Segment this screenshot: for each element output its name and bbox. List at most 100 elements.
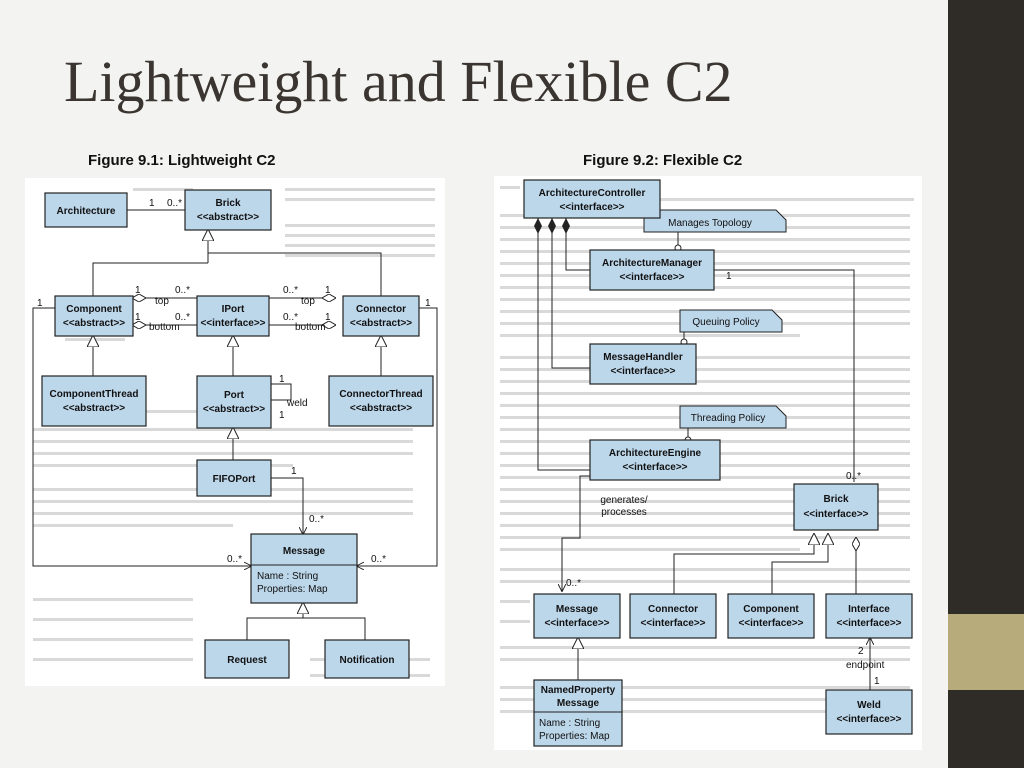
svg-text:Notification: Notification [340, 655, 395, 666]
svg-text:Properties: Map: Properties: Map [539, 731, 610, 742]
class-named-property-message: NamedProperty Message Name : String Prop… [533, 679, 623, 747]
svg-text:processes: processes [601, 507, 647, 518]
svg-text:<<abstract>>: <<abstract>> [63, 318, 125, 329]
svg-text:0..*: 0..* [283, 312, 298, 323]
svg-text:1: 1 [726, 271, 732, 282]
svg-text:0..*: 0..* [167, 198, 182, 209]
svg-text:1: 1 [135, 312, 141, 323]
svg-text:MessageHandler: MessageHandler [603, 352, 683, 363]
class-architecture-engine: ArchitectureEngine <<interface>> [589, 439, 721, 481]
svg-text:bottom: bottom [149, 322, 180, 333]
svg-text:1: 1 [325, 312, 331, 323]
class-interface: Interface <<interface>> [825, 593, 913, 639]
svg-text:Message: Message [557, 698, 600, 709]
fig2-link-labels: 1 0..* generates/ processes 0..* 2 endpo… [566, 271, 885, 687]
svg-text:<<interface>>: <<interface>> [640, 618, 705, 629]
svg-text:<<abstract>>: <<abstract>> [197, 212, 259, 223]
class-architecture: Architecture [44, 192, 128, 228]
class-fifoport: FIFOPort [196, 459, 272, 497]
note-threading-policy: Threading Policy [679, 405, 787, 429]
svg-text:Interface: Interface [848, 604, 890, 615]
figure1-lightweight-c2-diagram: 1 0..* 1 0..* top 1 0..* bottom 0..* 1 t… [25, 178, 445, 686]
svg-text:Weld: Weld [857, 700, 881, 711]
svg-text:0..*: 0..* [175, 285, 190, 296]
class-connector-interface: Connector <<interface>> [629, 593, 717, 639]
svg-text:FIFOPort: FIFOPort [213, 474, 256, 485]
svg-text:Queuing Policy: Queuing Policy [692, 317, 759, 328]
figure2-flexible-c2-diagram: 1 0..* generates/ processes 0..* 2 endpo… [494, 176, 922, 750]
class-message-interface: Message <<interface>> [533, 593, 621, 639]
svg-text:top: top [155, 296, 169, 307]
svg-text:endpoint: endpoint [846, 660, 885, 671]
svg-text:<<abstract>>: <<abstract>> [63, 403, 125, 414]
class-connector-thread: ConnectorThread <<abstract>> [328, 375, 434, 427]
svg-text:Connector: Connector [648, 604, 698, 615]
svg-text:0..*: 0..* [227, 554, 242, 565]
note-queuing-policy: Queuing Policy [679, 309, 783, 333]
svg-text:0..*: 0..* [175, 312, 190, 323]
svg-text:<<abstract>>: <<abstract>> [203, 404, 265, 415]
svg-text:IPort: IPort [222, 304, 245, 315]
svg-text:0..*: 0..* [309, 514, 324, 525]
svg-text:<<interface>>: <<interface>> [622, 462, 687, 473]
class-request: Request [204, 639, 290, 679]
class-connector: Connector <<abstract>> [342, 295, 420, 337]
class-iport: IPort <<interface>> [196, 295, 270, 337]
svg-text:1: 1 [37, 298, 43, 309]
svg-text:1: 1 [425, 298, 431, 309]
class-weld-interface: Weld <<interface>> [825, 689, 913, 735]
svg-text:Component: Component [743, 604, 799, 615]
svg-text:<<interface>>: <<interface>> [619, 272, 684, 283]
svg-text:1: 1 [291, 466, 297, 477]
class-architecture-controller: ArchitectureController <<interface>> [523, 179, 661, 219]
class-message-handler: MessageHandler <<interface>> [589, 343, 697, 385]
background-text-lines [33, 188, 435, 677]
fig1-link-labels: 1 0..* 1 0..* top 1 0..* bottom 0..* 1 t… [37, 198, 431, 565]
svg-text:<<abstract>>: <<abstract>> [350, 318, 412, 329]
fig2-relationship-lines [534, 218, 870, 690]
svg-text:<<interface>>: <<interface>> [803, 509, 868, 520]
svg-text:1: 1 [279, 410, 285, 421]
svg-text:Component: Component [66, 304, 122, 315]
svg-text:generates/: generates/ [600, 495, 647, 506]
svg-text:<<interface>>: <<interface>> [559, 202, 624, 213]
class-component: Component <<abstract>> [54, 295, 134, 337]
svg-text:Threading Policy: Threading Policy [691, 413, 765, 424]
figure1-caption: Figure 9.1: Lightweight C2 [88, 152, 276, 169]
svg-text:Brick: Brick [823, 494, 848, 505]
svg-text:0..*: 0..* [566, 578, 581, 589]
svg-text:bottom: bottom [295, 322, 326, 333]
svg-text:0..*: 0..* [846, 471, 861, 482]
svg-text:weld: weld [286, 398, 308, 409]
svg-text:ArchitectureController: ArchitectureController [539, 188, 646, 199]
svg-text:ConnectorThread: ConnectorThread [339, 389, 422, 400]
class-architecture-manager: ArchitectureManager <<interface>> [589, 249, 715, 291]
svg-text:ArchitectureEngine: ArchitectureEngine [609, 448, 702, 459]
svg-text:ComponentThread: ComponentThread [50, 389, 139, 400]
svg-text:2: 2 [858, 646, 864, 657]
svg-text:1: 1 [279, 374, 285, 385]
svg-text:1: 1 [135, 285, 141, 296]
note-manages-topology: Manages Topology [643, 209, 787, 233]
svg-text:ArchitectureManager: ArchitectureManager [602, 258, 702, 269]
svg-text:<<abstract>>: <<abstract>> [350, 403, 412, 414]
svg-text:0..*: 0..* [371, 554, 386, 565]
class-port: Port <<abstract>> [196, 375, 272, 429]
fig1-relationship-lines [32, 209, 438, 640]
figure2-caption: Figure 9.2: Flexible C2 [583, 152, 743, 169]
class-brick: Brick <<abstract>> [184, 189, 272, 231]
svg-text:Connector: Connector [356, 304, 406, 315]
svg-text:Message: Message [283, 546, 326, 557]
svg-text:Brick: Brick [215, 198, 240, 209]
svg-text:Name : String: Name : String [539, 718, 600, 729]
svg-text:0..*: 0..* [283, 285, 298, 296]
svg-text:Properties: Map: Properties: Map [257, 584, 328, 595]
svg-text:Architecture: Architecture [57, 206, 116, 217]
svg-text:NamedProperty: NamedProperty [541, 685, 616, 696]
svg-text:<<interface>>: <<interface>> [836, 714, 901, 725]
svg-text:Request: Request [227, 655, 267, 666]
sidebar-accent-block [948, 614, 1024, 690]
svg-text:<<interface>>: <<interface>> [200, 318, 265, 329]
svg-text:top: top [301, 296, 315, 307]
svg-text:<<interface>>: <<interface>> [738, 618, 803, 629]
